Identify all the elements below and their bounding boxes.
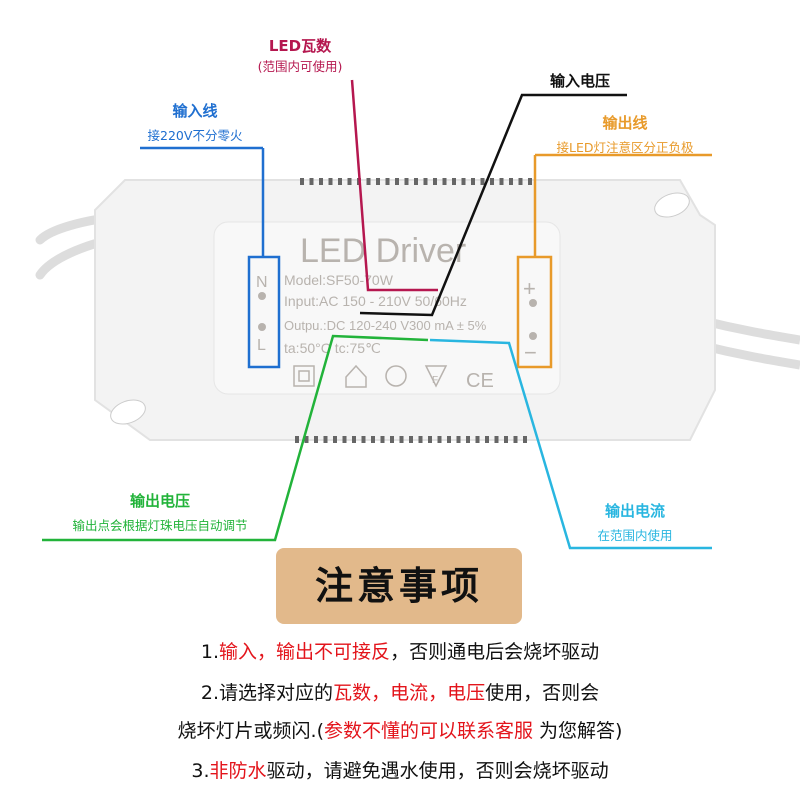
note-line: 2.请选择对应的瓦数，电流，电压使用，否则会 (0, 678, 800, 705)
note-highlight: 输入，输出不可接反 (219, 641, 391, 663)
output-current-label: 输出电流 在范围内使用 (597, 502, 673, 543)
note-number: 2. (200, 682, 220, 704)
output-spec-text: Outpu.:DC 120-240 V300 mA ± 5% (284, 318, 487, 333)
terminal-plus: + (523, 276, 536, 301)
notice-banner: 注意事项 (276, 548, 522, 624)
vent-slots (295, 178, 532, 443)
note-text: ，否则通电后会烧坏驱动 (390, 641, 600, 663)
note-text: 使用，否则会 (485, 682, 600, 704)
model-text: Model:SF50-70W (284, 272, 394, 288)
f-mark: F (432, 375, 438, 386)
note-highlight: 参数不懂的可以联系客服 (323, 720, 533, 742)
note-line: 3.非防水驱动，请避免遇水使用，否则会烧坏驱动 (0, 756, 800, 783)
note-text: 请选择对应的 (219, 682, 334, 704)
mount-hole-left (110, 399, 146, 425)
led-watt-label: LED瓦数 (范围内可使用) (257, 37, 343, 74)
note-line: 1.输入，输出不可接反，否则通电后会烧坏驱动 (0, 637, 800, 664)
certification-icons (293, 364, 448, 388)
output-voltage-label: 输出电压 输出点会根据灯珠电压自动调节 (72, 492, 248, 533)
input-wire-label: 输入线 接220V不分零火 (147, 102, 243, 143)
output-wire-label: 输出线 接LED灯注意区分正负极 (556, 114, 694, 155)
terminal-minus: − (524, 340, 537, 365)
brand-text: LED Driver (300, 232, 466, 270)
note-highlight: 瓦数，电流，电压 (333, 682, 486, 704)
note-text: 烧坏灯片或频闪.( (177, 720, 324, 742)
mount-hole-right (654, 192, 690, 218)
terminal-l: L (257, 337, 266, 354)
label-panel (213, 221, 561, 395)
temperature-text: ta:50°C tc:75℃ (284, 340, 381, 356)
note-line: 烧坏灯片或频闪.(参数不懂的可以联系客服 为您解答) (0, 716, 800, 743)
ce-mark: CE (466, 370, 494, 392)
note-number: 1. (200, 641, 220, 663)
note-text: 驱动，请避免遇水使用，否则会烧坏驱动 (266, 760, 609, 782)
note-number: 3. (191, 760, 210, 782)
note-text: 为您解答) (533, 720, 623, 742)
input-voltage-label: 输入电压 (549, 72, 610, 90)
terminal-n: N (256, 274, 268, 291)
input-spec-text: Input:AC 150 - 210V 50/60Hz (284, 293, 467, 309)
note-highlight: 非防水 (209, 760, 267, 782)
